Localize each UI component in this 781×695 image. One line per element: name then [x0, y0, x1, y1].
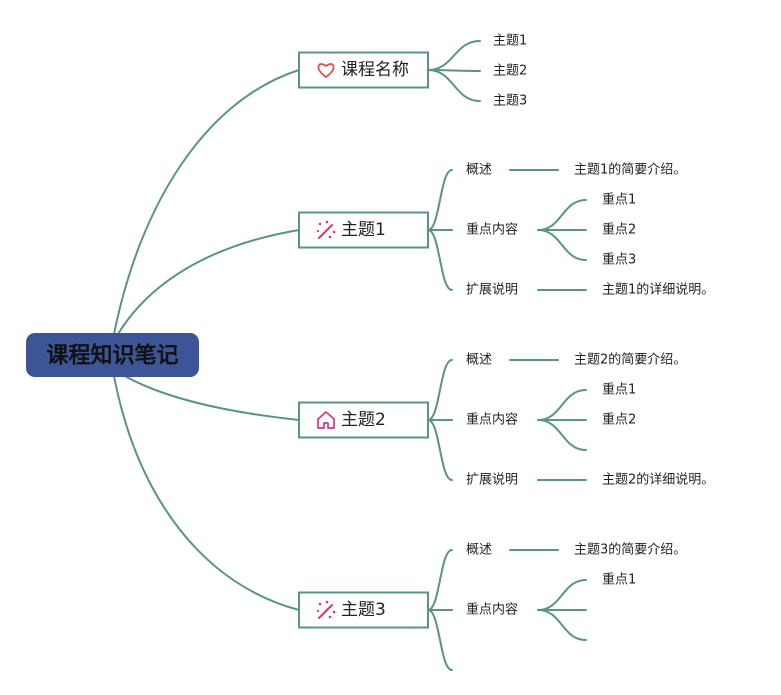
- key-point-label: 重点1: [602, 192, 636, 208]
- root-node[interactable]: [26, 333, 199, 377]
- branch-3-link-3: [427, 419, 453, 481]
- subtopic-label: 主题2: [493, 64, 527, 79]
- branch-1-link-1: [427, 40, 481, 71]
- branch-node-2[interactable]: [298, 211, 429, 249]
- category-label: 扩展说明: [466, 283, 518, 298]
- key-point-label: 重点1: [602, 382, 636, 398]
- branch-node-3[interactable]: [298, 401, 429, 439]
- nodes: 课程名称主题1主题2主题3主题1概述主题1的简要介绍。重点内容重点1重点2重点3…: [26, 34, 714, 629]
- key-point-label: 重点3: [602, 252, 636, 268]
- subtopic-label: 主题1: [493, 34, 527, 49]
- branch-4-link-3: [427, 609, 453, 671]
- key-point-link-3: [537, 419, 587, 451]
- category-label: 概述: [466, 163, 492, 178]
- category-label: 概述: [466, 543, 492, 558]
- magic-wand-icon: [316, 220, 336, 239]
- branch-node-label: 主题1: [341, 220, 386, 240]
- branch-3-link-1: [427, 359, 453, 421]
- home-icon: [317, 411, 335, 429]
- branch-node-label: 课程名称: [341, 60, 409, 80]
- branch-2-link-1: [427, 169, 453, 231]
- branch-1-link-3: [427, 69, 481, 102]
- key-point-link-1: [537, 199, 587, 231]
- key-point-link-3: [537, 229, 587, 261]
- root-node-label: 课程知识笔记: [46, 343, 178, 369]
- root-link-2: [117, 229, 300, 335]
- branch-node-box: [298, 211, 429, 249]
- key-point-link-3: [537, 609, 587, 641]
- key-point-link-1: [537, 579, 587, 611]
- root-link-1: [113, 69, 300, 335]
- branch-node-box: [298, 401, 429, 439]
- detail-label: 主题2的详细说明。: [602, 472, 714, 488]
- key-point-label: 重点2: [602, 412, 636, 428]
- branch-node-4[interactable]: [298, 591, 429, 629]
- category-label: 扩展说明: [466, 473, 518, 488]
- category-label: 重点内容: [466, 412, 518, 428]
- detail-label: 主题2的简要介绍。: [574, 352, 686, 368]
- key-point-label: 重点1: [602, 572, 636, 588]
- branch-4-link-1: [427, 549, 453, 611]
- branch-node-box: [298, 51, 429, 89]
- key-point-link-1: [537, 389, 587, 421]
- subtopic-label: 主题3: [493, 94, 527, 109]
- key-point-label: 重点2: [602, 222, 636, 238]
- category-label: 概述: [466, 353, 492, 368]
- heart-icon: [317, 63, 335, 78]
- category-label: 重点内容: [466, 222, 518, 238]
- branch-node-label: 主题2: [341, 410, 386, 430]
- category-label: 重点内容: [466, 602, 518, 618]
- root-node-box: [26, 333, 199, 377]
- connector-lines: [113, 40, 587, 671]
- magic-wand-icon: [316, 600, 336, 619]
- branch-2-link-3: [427, 229, 453, 291]
- detail-label: 主题1的简要介绍。: [574, 162, 686, 178]
- branch-node-1[interactable]: [298, 51, 429, 89]
- detail-label: 主题3的简要介绍。: [574, 542, 686, 558]
- branch-node-box: [298, 591, 429, 629]
- root-link-3: [117, 371, 300, 421]
- root-link-4: [113, 375, 300, 611]
- detail-label: 主题1的详细说明。: [602, 282, 714, 298]
- branch-node-label: 主题3: [341, 600, 386, 620]
